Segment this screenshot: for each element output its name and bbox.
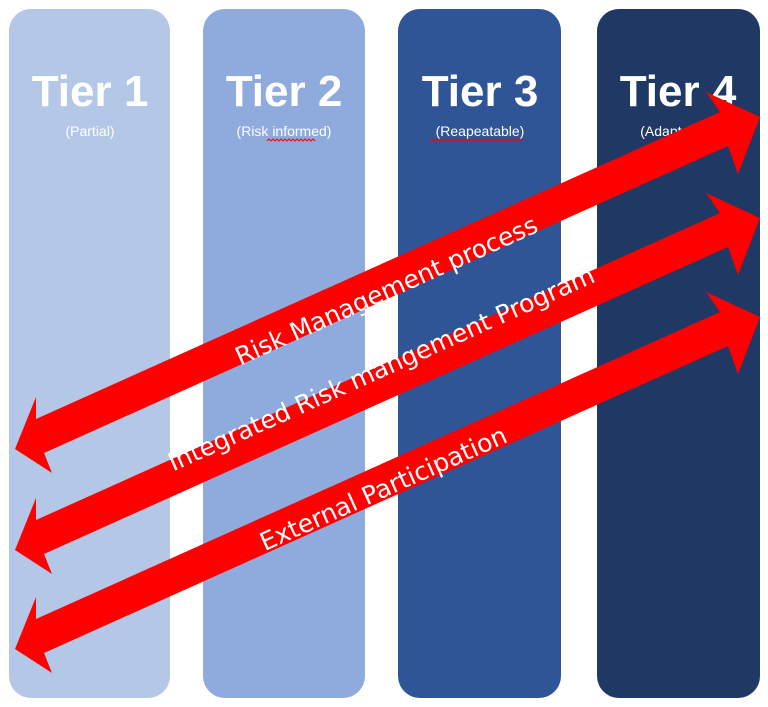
spellcheck-underlines: [266, 138, 523, 142]
tier-3-title: Tier 3: [422, 67, 539, 116]
tier-3-subtitle: (Reapeatable): [436, 123, 525, 139]
arrow-external-participation: [15, 292, 760, 673]
arrow-risk-management-process: [15, 92, 760, 473]
tier-2-title: Tier 2: [226, 67, 343, 116]
spellcheck-underline-reapeatable: [429, 138, 523, 142]
tier-1-title: Tier 1: [32, 67, 149, 116]
tier-titles: Tier 1 Tier 2 Tier 3 Tier 4: [32, 67, 737, 116]
spellcheck-underline-informed: [266, 138, 316, 142]
arrows: [15, 92, 760, 673]
tier-1-subtitle: (Partial): [65, 123, 114, 139]
tier-2-subtitle: (Risk informed): [237, 123, 332, 139]
arrow-integrated-risk-program: [15, 193, 760, 574]
